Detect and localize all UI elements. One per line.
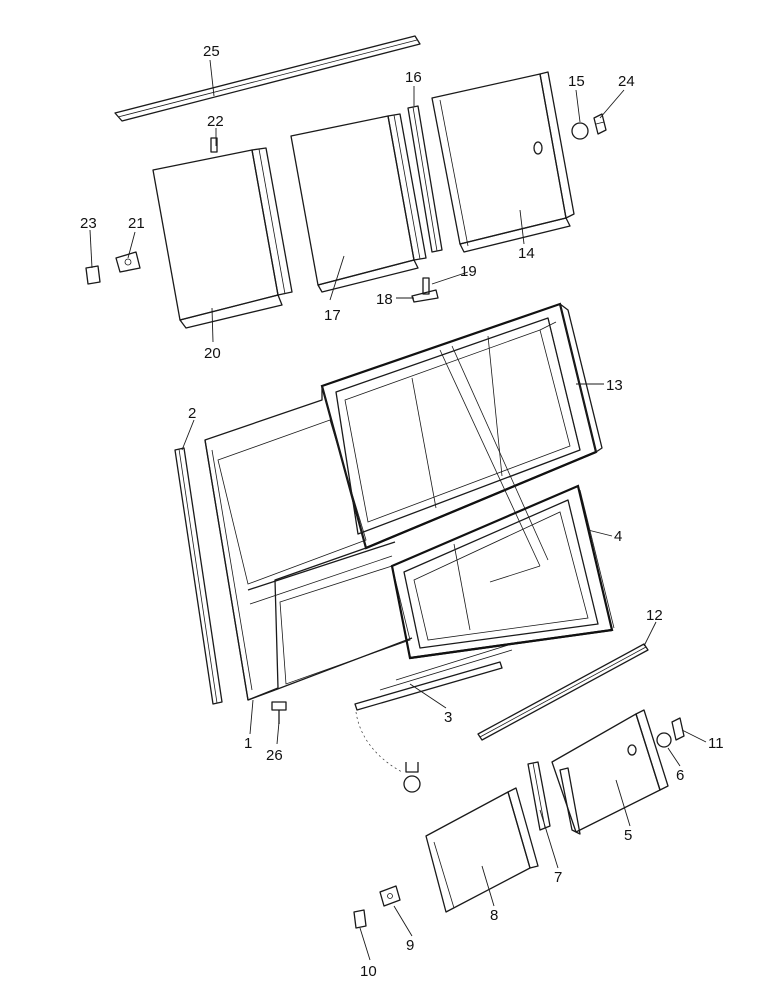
part-15-grommet xyxy=(571,122,589,140)
callout-14: 14 xyxy=(518,245,535,262)
part-23-clip xyxy=(85,265,101,285)
callout-9: 9 xyxy=(406,937,414,954)
part-1-back-panel xyxy=(204,335,549,701)
part-4-lower-window-frame xyxy=(390,484,615,660)
callout-11: 11 xyxy=(708,735,724,752)
callout-26: 26 xyxy=(266,747,283,764)
part-3-lower-seal xyxy=(354,641,519,773)
callout-13: 13 xyxy=(606,377,623,394)
callout-6: 6 xyxy=(676,767,684,784)
callout-17: 17 xyxy=(324,307,341,324)
latch-ball-detail xyxy=(403,762,421,793)
part-11-latch xyxy=(671,717,685,741)
callout-19: 19 xyxy=(460,263,477,280)
part-24-latch xyxy=(593,113,607,135)
callout-4: 4 xyxy=(614,528,622,545)
callout-21: 21 xyxy=(128,215,145,232)
callout-18: 18 xyxy=(376,291,393,308)
part-13-upper-window-frame xyxy=(320,302,603,550)
callout-20: 20 xyxy=(204,345,221,362)
callout-labels: 25 22 16 15 24 23 21 14 19 18 17 20 13 2… xyxy=(80,43,724,980)
callout-23: 23 xyxy=(80,215,97,232)
callout-15: 15 xyxy=(568,73,585,90)
part-2-side-strip xyxy=(174,447,223,705)
callout-24: 24 xyxy=(618,73,635,90)
callout-12: 12 xyxy=(646,607,663,624)
callout-10: 10 xyxy=(360,963,377,980)
callout-7: 7 xyxy=(554,869,562,886)
callout-5: 5 xyxy=(624,827,632,844)
part-14-right-upper-panel xyxy=(431,71,575,253)
part-21-bracket xyxy=(115,251,141,273)
leader-lines xyxy=(89,59,707,961)
callout-8: 8 xyxy=(490,907,498,924)
callout-1: 1 xyxy=(244,735,252,752)
callout-3: 3 xyxy=(444,709,452,726)
part-6-grommet xyxy=(656,732,672,748)
callout-22: 22 xyxy=(207,113,224,130)
part-18-19-hinge xyxy=(411,277,439,303)
part-9-bracket xyxy=(379,885,401,907)
callout-16: 16 xyxy=(405,69,422,86)
callout-2: 2 xyxy=(188,405,196,422)
part-12-diagonal-strip xyxy=(477,643,649,741)
part-17-center-upper-panel xyxy=(290,113,427,293)
part-7-seal-strip xyxy=(527,761,551,831)
part-8-lower-left-panel xyxy=(425,787,539,913)
callout-25: 25 xyxy=(203,43,220,60)
part-25-top-rail xyxy=(114,35,421,122)
part-20-left-upper-panel xyxy=(152,137,293,329)
part-26-bolt xyxy=(271,701,287,724)
part-5-lower-right-panel xyxy=(551,709,669,835)
part-10-clip xyxy=(353,909,367,929)
part-16-seal-strip xyxy=(407,105,443,253)
